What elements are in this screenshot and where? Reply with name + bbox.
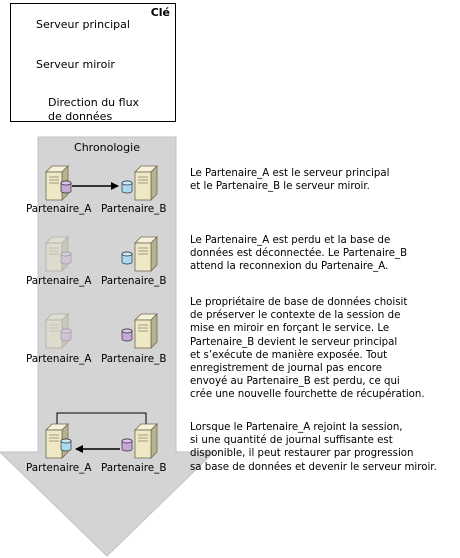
step3-description: Le propriétaire de base de données chois…: [190, 297, 425, 401]
step1-partner-a-label: Partenaire_A: [26, 203, 92, 215]
legend-title: Clé: [150, 6, 170, 19]
step2-partner-a-server-icon: [45, 236, 72, 272]
step4-partner-a-server-icon: [45, 423, 72, 459]
step4-partner-a-label: Partenaire_A: [26, 462, 92, 474]
step1-partner-b-label: Partenaire_B: [101, 203, 167, 215]
step3-partner-a-label: Partenaire_A: [26, 353, 92, 365]
legend-principal-label: Serveur principal: [36, 18, 130, 31]
step1-description: Le Partenaire_A est le serveur principal…: [190, 168, 390, 193]
step1-partner-a-server-icon: [45, 165, 72, 201]
step2-partner-a-label: Partenaire_A: [26, 275, 92, 287]
step3-partner-b-label: Partenaire_B: [101, 353, 167, 365]
timeline-arrow: [0, 136, 216, 557]
legend-box: Clé Serveur principal Serveur miroir Dir…: [10, 3, 176, 123]
step4-description: Lorsque le Partenaire_A rejoint la sessi…: [190, 422, 437, 473]
timeline-title: Chronologie: [74, 141, 140, 154]
step3-partner-a-server-icon: [45, 313, 72, 349]
legend-flow-label-line2: de données: [48, 110, 113, 123]
step2-description: Le Partenaire_A est perdu et la base de …: [190, 235, 408, 273]
step4-session-link: [56, 412, 147, 429]
step2-partner-b-label: Partenaire_B: [101, 275, 167, 287]
legend-flow-label-line1: Direction du flux: [48, 96, 140, 109]
step4-partner-b-label: Partenaire_B: [101, 462, 167, 474]
legend-mirror-label: Serveur miroir: [36, 58, 115, 71]
